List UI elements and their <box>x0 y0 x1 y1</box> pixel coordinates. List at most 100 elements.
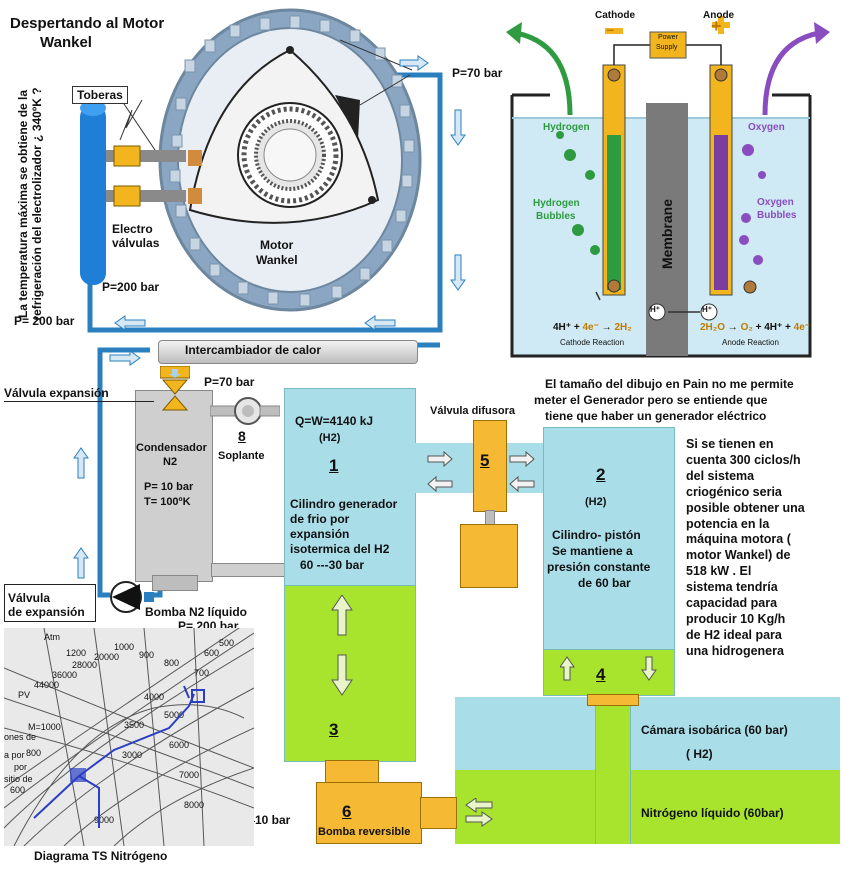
cylinder-2 <box>543 427 675 651</box>
cathode-reaction-label: Cathode Reaction <box>560 338 625 347</box>
valvula-difusora-label: Válvula difusora <box>430 405 515 417</box>
ts-label: 500 <box>219 638 234 648</box>
cylinder-1-q: Q=W=4140 kJ <box>295 414 374 428</box>
ts-label: PV <box>18 690 30 700</box>
ts-label: 800 <box>164 658 179 668</box>
cylinder-1-number: 1 <box>329 456 339 475</box>
valvula-expansion-label-1: Válvula <box>8 591 51 605</box>
ts-label: 5000 <box>164 710 184 720</box>
electrolyzer <box>506 16 830 358</box>
ts-label: 1000 <box>114 642 134 652</box>
ts-label: 6000 <box>169 740 189 750</box>
ion-label-left: H⁺ <box>650 305 660 314</box>
ts-label: 3000 <box>122 750 142 760</box>
cylinder-3-number: 3 <box>329 720 339 739</box>
ts-label: 600 <box>10 785 25 795</box>
anode-reaction-label: Anode Reaction <box>722 338 779 347</box>
anode-equation: 2H₂O → O₂ + 4H⁺ + 4e⁻ <box>700 322 811 333</box>
cylinder-2-desc-4: de 60 bar <box>578 576 631 590</box>
soplante-label: Soplante <box>218 450 265 462</box>
cylinder-1 <box>284 388 416 587</box>
condenser-label-2: N2 <box>163 456 178 468</box>
anode-label: Anode <box>703 10 735 21</box>
cylinder-2-h2: (H2) <box>585 496 607 508</box>
power-supply-line-2: Supply <box>656 44 678 51</box>
right-text-line: 518 kW . El <box>686 564 752 579</box>
right-text-line: motor Wankel) de <box>686 548 791 563</box>
right-text-block: Si se tienen en cuenta 300 ciclos/h del … <box>686 437 846 660</box>
ts-label: sitio de <box>4 774 33 784</box>
diagram-ts-label: Diagrama TS Nitrógeno <box>34 849 168 863</box>
ts-label: 9000 <box>94 815 114 825</box>
right-text-line: criogénico seria <box>686 484 782 499</box>
cylinder-3 <box>284 585 416 762</box>
right-text-line: potencia en la <box>686 516 770 531</box>
valvula-expansion-label-2: de expansión <box>8 605 85 619</box>
cylinder-4-arrows <box>560 656 657 681</box>
soplante-number: 8 <box>238 428 246 444</box>
ts-label: 28000 <box>72 660 97 670</box>
pump-6-arrows <box>465 798 493 827</box>
note-line-1: El tamaño del dibujo en Pain no me permi… <box>545 377 794 391</box>
right-text-line: cuenta 300 ciclos/h <box>686 452 801 467</box>
ts-label: ones de <box>4 732 36 742</box>
pressure-70-top: P=70 bar <box>452 66 503 80</box>
pressure-200-pipe: P= 200 bar <box>14 314 75 328</box>
pump-6-top <box>325 760 379 784</box>
bomba-n2-label: Bomba N2 líquido <box>145 605 247 619</box>
condenser-label-1: Condensador <box>136 442 207 454</box>
title-line-2: Wankel <box>40 34 92 51</box>
ts-label: 7000 <box>179 770 199 780</box>
ts-label: 20000 <box>94 652 119 662</box>
spark-plug-icon <box>188 150 202 204</box>
ion-label-right: H⁺ <box>702 305 712 314</box>
pressure-70-mid: P=70 bar <box>204 375 255 389</box>
oxygen-bubbles-line-2: Bubbles <box>757 210 797 221</box>
valvula-expansion-pointer <box>4 401 154 402</box>
heat-exchanger-label: Intercambiador de calor <box>185 343 322 357</box>
cathode-equation: 4H⁺ + 4e⁻ → 2H₂ <box>553 322 632 333</box>
ts-label: 900 <box>139 650 154 660</box>
electrovalve-icon <box>106 145 186 207</box>
pump-6-label: Bomba reversible <box>318 826 411 838</box>
h2-tank <box>80 105 106 285</box>
blower-icon[interactable] <box>210 394 280 434</box>
cathode-label: Cathode <box>595 10 635 21</box>
cylinder-1-desc-1: Cilindro generador <box>290 497 398 511</box>
right-text-line: de H2 ideal para <box>686 627 782 642</box>
ts-label: 1200 <box>66 648 86 658</box>
expansion-valve-icon[interactable] <box>160 366 190 416</box>
right-text-line: Si se tienen en <box>686 437 774 451</box>
motor-label-1: Motor <box>260 238 294 252</box>
cylinder-1-desc-2: de frio por <box>290 512 350 526</box>
right-text-line: posible obtener una <box>686 500 805 515</box>
nitrogeno-liquido-label: Nitrógeno líquido (60bar) <box>641 806 784 820</box>
toberas-label: Toberas <box>72 86 128 104</box>
hydrogen-label: Hydrogen <box>543 122 590 133</box>
pump-6[interactable] <box>316 782 422 844</box>
n2-pump-icon[interactable] <box>104 580 154 614</box>
ts-label: 3500 <box>124 720 144 730</box>
cylinder-3-arrows <box>331 595 353 696</box>
isobaric-chamber-gas <box>455 697 840 770</box>
cylinder-4-number: 4 <box>596 665 606 684</box>
plus-sign: + <box>711 16 722 36</box>
right-text-line: del sistema <box>686 468 755 483</box>
right-text-line: producir 10 Kg/h <box>686 611 786 626</box>
right-text-line: capacidad para <box>686 596 778 611</box>
note-line-2: meter el Generador pero se entiende que <box>534 393 768 407</box>
valve-5-actuator <box>460 524 518 588</box>
valve-5-number: 5 <box>480 451 490 470</box>
electro-valvulas-line-1: Electro <box>112 222 153 236</box>
ts-label: Atm <box>44 632 60 642</box>
condenser-to-cylinder-pipe <box>211 563 286 577</box>
right-text-line: máquina motora ( <box>686 532 791 547</box>
piston-plate <box>587 694 639 706</box>
power-supply-line-1: Power <box>658 34 678 41</box>
cylinder-1-desc-5: 60 ---30 bar <box>300 558 365 572</box>
cylinder-1-h2: (H2) <box>319 432 341 444</box>
heat-exchanger <box>158 340 418 364</box>
ts-diagram: Atm PV 44000 36000 28000 20000 1200 1000… <box>4 628 254 846</box>
ts-label: 800 <box>26 748 41 758</box>
ts-label: 36000 <box>52 670 77 680</box>
